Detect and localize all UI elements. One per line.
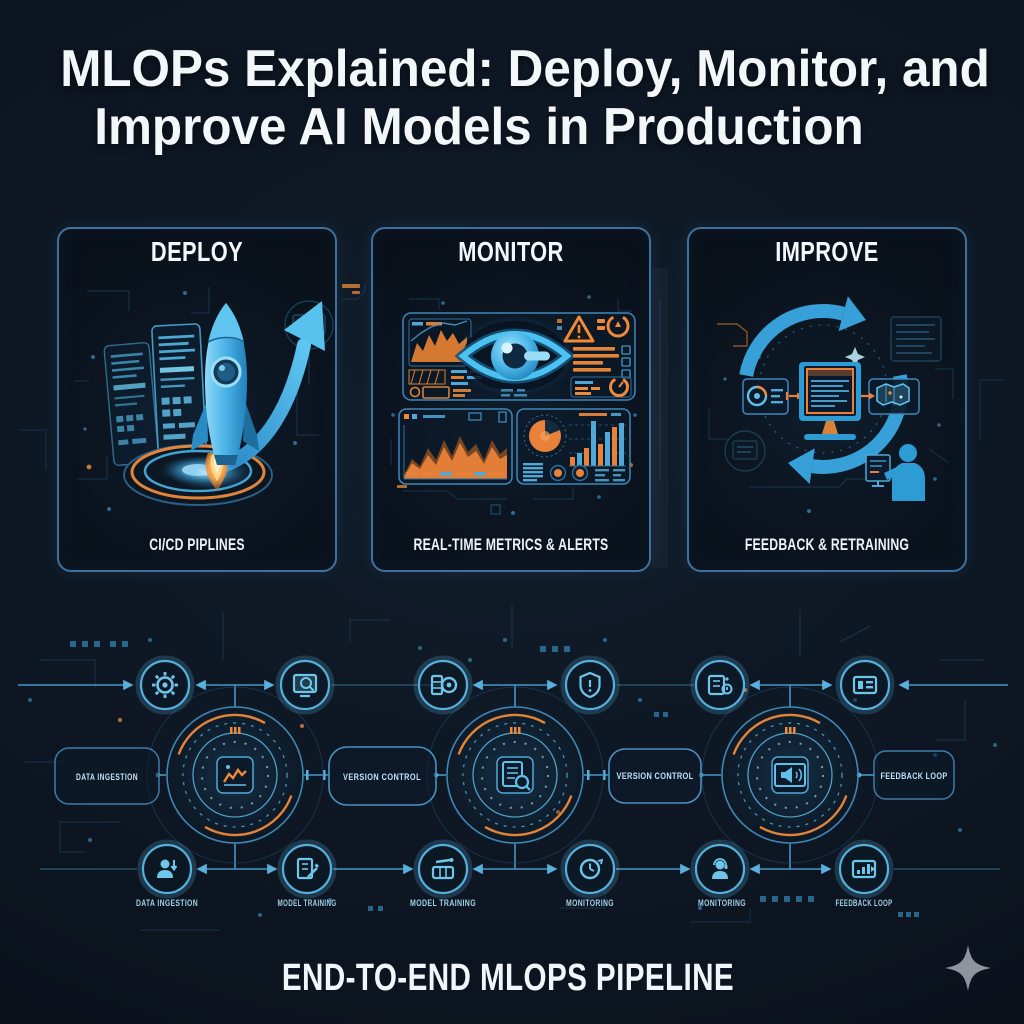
- knobs: [549, 464, 589, 482]
- hub-data-ingestion: [145, 685, 325, 865]
- node-label-model-training-2: MODEL TRAINING: [410, 898, 476, 909]
- stage-label-version-control-1-text: VERSION CONTROL: [343, 772, 421, 783]
- node-monitor-search: [278, 658, 332, 712]
- node-shield: [563, 658, 617, 712]
- rocket-launch-illustration: [75, 287, 334, 511]
- node-label-monitoring-2: MONITORING: [698, 898, 746, 909]
- database-icon: [430, 674, 458, 696]
- transfer-arrows: [785, 392, 875, 400]
- node-device-alert: [693, 658, 747, 712]
- operator-icon: [712, 858, 728, 879]
- gauge-panel: [742, 378, 789, 415]
- hub-rings: [425, 685, 605, 865]
- pixel-squares-decor: [70, 641, 919, 917]
- alert-triangle-icon: [557, 315, 595, 343]
- node-circle-frame: [140, 842, 194, 896]
- eye-dashboard-illustration: [390, 295, 637, 515]
- flag-panel-icon: [852, 675, 878, 695]
- hub-model-registry: [425, 685, 605, 865]
- deploy-card-title: DEPLOY: [150, 236, 244, 267]
- node-data-ingestion: DATA INGESTION: [136, 842, 198, 909]
- node-label-monitoring-1: MONITORING: [566, 898, 614, 909]
- eye: [454, 314, 576, 398]
- page-title-line1: MLOPs Explained: Deploy, Monitor, and: [60, 40, 990, 98]
- monitor-card: MONITOR REAL-TIME METRICS & ALERTS: [371, 227, 651, 572]
- faint-code-panel: [890, 316, 942, 362]
- device-alert-icon: [707, 674, 733, 696]
- improve-card: IMPROVE FEEDBACK & RETRAINING: [687, 227, 967, 572]
- chart-panel-icon: [222, 765, 247, 786]
- toolbox-icon: [431, 858, 455, 880]
- person-figure: [865, 444, 925, 501]
- monitor-screen: [799, 362, 861, 440]
- stage-label-feedback-loop: FEEDBACK LOOP: [873, 750, 955, 800]
- node-circle-frame: [416, 842, 470, 896]
- faint-circle-doc: [724, 430, 766, 472]
- orange-outline-decor: [717, 323, 748, 347]
- dashboard-bottomleft-panel: [398, 408, 513, 485]
- hub-deployment: [700, 685, 880, 865]
- chart-legend: [406, 472, 503, 476]
- mlops-pipeline-diagram: DATA INGESTION VERSION CONTROL VERSION C…: [18, 604, 1008, 931]
- node-label-data-ingestion: DATA INGESTION: [136, 898, 198, 909]
- clock-icon: [579, 858, 604, 880]
- alert-text-lines: [597, 319, 605, 330]
- deploy-card-caption: CI/CD PIPLINES: [149, 535, 245, 554]
- dashboard-bottomright-panel: [516, 408, 631, 485]
- node-model-training-1: MODEL TRAINING: [277, 842, 337, 909]
- chart-speaker-icon: [851, 859, 877, 879]
- user-ingest-icon: [157, 859, 178, 878]
- footer-caption: END-TO-END MLOPS PIPELINE: [281, 957, 735, 999]
- improve-card-title: IMPROVE: [775, 236, 879, 267]
- sparkle-small: [845, 347, 865, 367]
- orange-dot: [86, 464, 92, 470]
- decor-dots: [391, 295, 637, 515]
- document-edit-icon: [296, 857, 319, 880]
- page-title-line2: Improve AI Models in Production: [94, 98, 864, 156]
- deploy-card: DEPLOY CI/CD PIPLINES: [57, 227, 337, 572]
- pipeline-circuit-decor: [25, 604, 985, 931]
- node-circle-frame: [838, 658, 892, 712]
- map-panel: [868, 378, 920, 415]
- gear-icon: [152, 672, 178, 698]
- gauge-top: [606, 314, 630, 338]
- sparkle-icon: [945, 945, 991, 991]
- node-label-model-training-1: MODEL TRAINING: [278, 898, 337, 909]
- feedback-loop-illustration: [708, 296, 954, 513]
- stage-label-version-control-1: VERSION CONTROL: [328, 746, 437, 806]
- screen-megaphone-icon: [774, 763, 806, 787]
- document-search-icon: [502, 761, 531, 791]
- stage-label-data-ingestion: DATA INGESTION: [54, 747, 160, 805]
- node-circle-frame: [693, 658, 747, 712]
- mini-table: [523, 463, 543, 482]
- node-database: [416, 658, 470, 712]
- pie-chart: [523, 414, 567, 458]
- node-monitoring-2: MONITORING: [693, 842, 747, 909]
- node-label-feedback-loop: FEEDBACK LOOP: [836, 898, 893, 909]
- holo-panel-back: [103, 341, 160, 466]
- node-flag-panel: [838, 658, 892, 712]
- circuit-lines: [75, 287, 319, 480]
- rocket: [169, 303, 259, 491]
- node-model-training-2: MODEL TRAINING: [410, 842, 476, 909]
- monitor-card-title: MONITOR: [458, 236, 564, 267]
- stage-label-feedback-loop-text: FEEDBACK LOOP: [881, 771, 948, 781]
- node-monitoring-1: MONITORING: [563, 842, 617, 909]
- stage-label-data-ingestion-text: DATA INGESTION: [76, 772, 138, 783]
- shield-icon: [579, 671, 601, 699]
- status-box: [570, 376, 632, 398]
- metric-lines: [573, 347, 619, 372]
- stage-label-version-control-2: VERSION CONTROL: [608, 748, 702, 804]
- node-feedback-loop: FEEDBACK LOOP: [836, 842, 893, 909]
- stage-label-version-control-2-text: VERSION CONTROL: [617, 771, 694, 781]
- dashboard-top-panel: [402, 312, 636, 401]
- improve-card-caption: FEEDBACK & RETRAINING: [744, 535, 910, 554]
- monitor-search-icon: [292, 673, 318, 698]
- node-gear: [138, 658, 192, 712]
- monitor-card-caption: REAL-TIME METRICS & ALERTS: [413, 535, 609, 554]
